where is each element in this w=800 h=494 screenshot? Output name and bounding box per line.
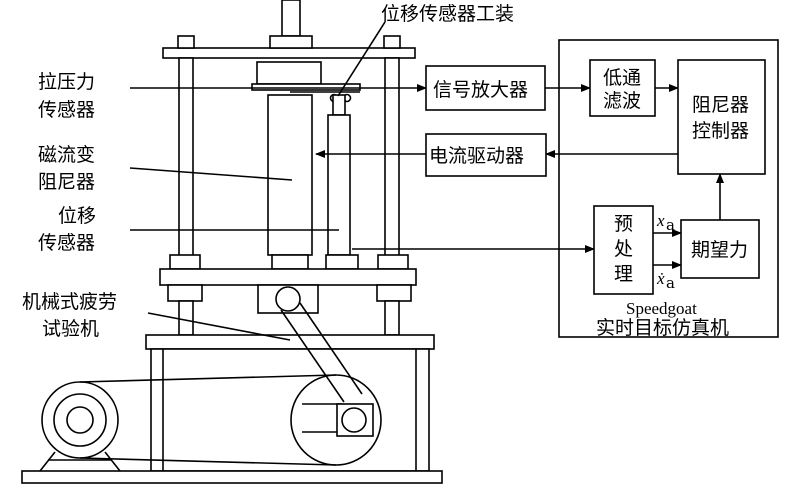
label-load-cell-line1: 拉压力 bbox=[38, 71, 95, 93]
label-sensor-fixture: 位移传感器工装 bbox=[381, 3, 514, 25]
realtime-machine-name: Speedgoat bbox=[626, 299, 697, 318]
signal-xdot-sub: a bbox=[666, 274, 675, 292]
mr-damper-body bbox=[267, 94, 313, 256]
leader-mr-damper bbox=[129, 167, 293, 181]
column-low-right bbox=[384, 300, 400, 336]
signal-x-var: x bbox=[656, 211, 665, 230]
label-mr-damper-line1: 磁流变 bbox=[38, 144, 95, 166]
floor-plate bbox=[21, 470, 443, 484]
lowpass-label-line1: 低通 bbox=[603, 67, 641, 89]
signal-amplifier-label: 信号放大器 bbox=[433, 79, 528, 101]
mr-damper-foot bbox=[271, 254, 309, 270]
nut-low-left bbox=[167, 284, 203, 302]
crank-pin bbox=[341, 407, 367, 433]
disp-sensor-rod bbox=[332, 94, 346, 116]
signal-x-sub: a bbox=[666, 216, 675, 234]
lowpass-filter-block bbox=[589, 59, 656, 117]
column-low-left bbox=[178, 300, 194, 336]
nut-top-mid bbox=[269, 35, 313, 49]
controller-label-line1: 阻尼器 bbox=[692, 94, 749, 116]
expected-force-block bbox=[680, 219, 760, 279]
label-load-cell-line2: 传感器 bbox=[38, 99, 95, 121]
label-fatigue-machine-line2: 试验机 bbox=[42, 318, 99, 340]
current-driver-label: 电流驱动器 bbox=[429, 145, 524, 167]
top-crosshead bbox=[162, 47, 416, 59]
realtime-machine-frame bbox=[558, 39, 779, 338]
label-disp-sensor-line2: 传感器 bbox=[38, 232, 95, 254]
damper-controller-block bbox=[677, 59, 766, 175]
connecting-rod-line-1 bbox=[280, 309, 345, 403]
expected-force-label: 期望力 bbox=[691, 239, 748, 261]
motor-stand bbox=[39, 451, 121, 472]
belt-bottom bbox=[79, 457, 337, 466]
lower-crosshead bbox=[159, 268, 417, 286]
disp-sensor-foot bbox=[325, 254, 359, 270]
connecting-rod-line-2 bbox=[299, 302, 363, 395]
label-fatigue-machine-line1: 机械式疲劳 bbox=[22, 291, 117, 313]
leader-fatigue-machine bbox=[147, 312, 291, 341]
signal-amplifier-block bbox=[425, 65, 546, 111]
belt-top bbox=[79, 374, 337, 383]
preprocess-label-1: 预 bbox=[614, 213, 633, 235]
preprocess-block bbox=[593, 205, 654, 295]
realtime-machine-desc: 实时目标仿真机 bbox=[596, 317, 729, 339]
load-cell-block bbox=[256, 61, 322, 85]
column-right bbox=[384, 57, 400, 269]
nut-top-left bbox=[177, 35, 195, 49]
base-box bbox=[150, 348, 430, 472]
current-driver-block bbox=[425, 133, 547, 177]
preprocess-label-3: 理 bbox=[614, 263, 633, 285]
top-rod bbox=[281, 0, 301, 37]
leader-sensor-fixture bbox=[337, 21, 386, 97]
controller-label-line2: 控制器 bbox=[692, 120, 749, 142]
disp-sensor-body bbox=[327, 114, 351, 256]
nut-low-right bbox=[376, 284, 412, 302]
label-disp-sensor-line1: 位移 bbox=[58, 205, 96, 227]
label-mr-damper-line2: 阻尼器 bbox=[38, 171, 95, 193]
nut-mid-left bbox=[169, 254, 201, 270]
column-left bbox=[178, 57, 194, 269]
preprocess-label-2: 处 bbox=[614, 238, 633, 260]
signal-xdot-var: ẋ bbox=[656, 269, 665, 288]
motor-pulley-inner bbox=[66, 406, 94, 434]
nut-top-right bbox=[383, 35, 401, 49]
load-cell-flange bbox=[251, 83, 361, 91]
lowpass-label-line2: 滤波 bbox=[603, 90, 641, 112]
base-top-plate bbox=[145, 334, 435, 350]
rod-pin bbox=[275, 286, 301, 312]
nut-mid-right bbox=[377, 254, 409, 270]
